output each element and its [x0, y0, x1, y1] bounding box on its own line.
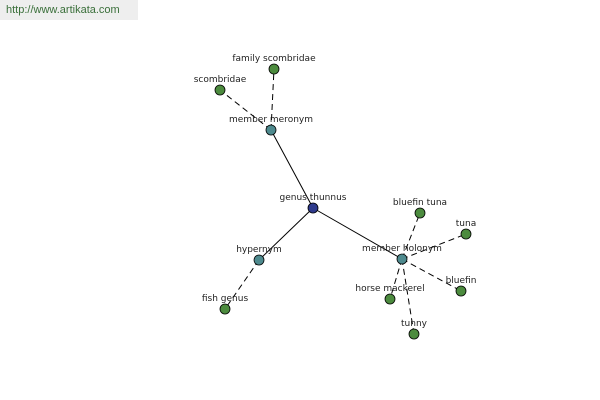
node-label-tuna[interactable]: tuna: [456, 219, 476, 229]
node-label-family-scombridae[interactable]: family scombridae: [232, 54, 316, 64]
watermark-banner: http://www.artikata.com: [0, 0, 138, 20]
node-label-bluefin-tuna[interactable]: bluefin tuna: [393, 198, 447, 208]
node-label-center[interactable]: genus thunnus: [280, 193, 347, 203]
edge-member-holonym-to-tuna: [401, 233, 467, 260]
node-bluefin-tuna[interactable]: [414, 207, 426, 219]
node-label-bluefin[interactable]: bluefin: [446, 276, 477, 286]
graph-nodes: [214, 63, 472, 340]
node-member-meronym[interactable]: [265, 124, 277, 136]
edge-member-holonym-to-tunny: [401, 258, 415, 335]
node-center[interactable]: [307, 202, 319, 214]
edge-member-meronym-to-family-scombridae: [270, 68, 275, 131]
graph-labels: genus thunnus member meronym hypernym membe…: [194, 54, 477, 329]
edge-center-to-member-meronym: [270, 129, 314, 209]
node-label-fish-genus[interactable]: fish genus: [202, 294, 249, 304]
watermark-text: http://www.artikata.com: [6, 4, 120, 16]
node-family-scombridae[interactable]: [268, 63, 280, 75]
node-tunny[interactable]: [408, 328, 420, 340]
edge-member-holonym-to-bluefin-tuna: [401, 212, 421, 260]
edge-member-holonym-to-bluefin: [401, 258, 462, 292]
node-fish-genus[interactable]: [219, 303, 231, 315]
edge-member-holonym-to-horse-mackerel: [389, 258, 403, 300]
node-horse-mackerel[interactable]: [384, 293, 396, 305]
node-member-holonym[interactable]: [396, 253, 408, 265]
node-label-member-meronym[interactable]: member meronym: [229, 115, 313, 125]
node-label-scombridae[interactable]: scombridae: [194, 75, 247, 85]
node-label-tunny[interactable]: tunny: [401, 319, 428, 329]
edge-center-to-hypernym: [258, 207, 314, 261]
edge-member-meronym-to-scombridae: [219, 89, 272, 131]
node-bluefin[interactable]: [455, 285, 467, 297]
node-label-member-holonym[interactable]: member holonym: [362, 244, 442, 254]
node-tuna[interactable]: [460, 228, 472, 240]
graph-edges: [219, 68, 467, 335]
node-label-hypernym[interactable]: hypernym: [236, 245, 282, 255]
node-scombridae[interactable]: [214, 84, 226, 96]
edge-center-to-member-holonym: [312, 207, 403, 260]
node-label-horse-mackerel[interactable]: horse mackerel: [355, 284, 424, 294]
node-hypernym[interactable]: [253, 254, 265, 266]
